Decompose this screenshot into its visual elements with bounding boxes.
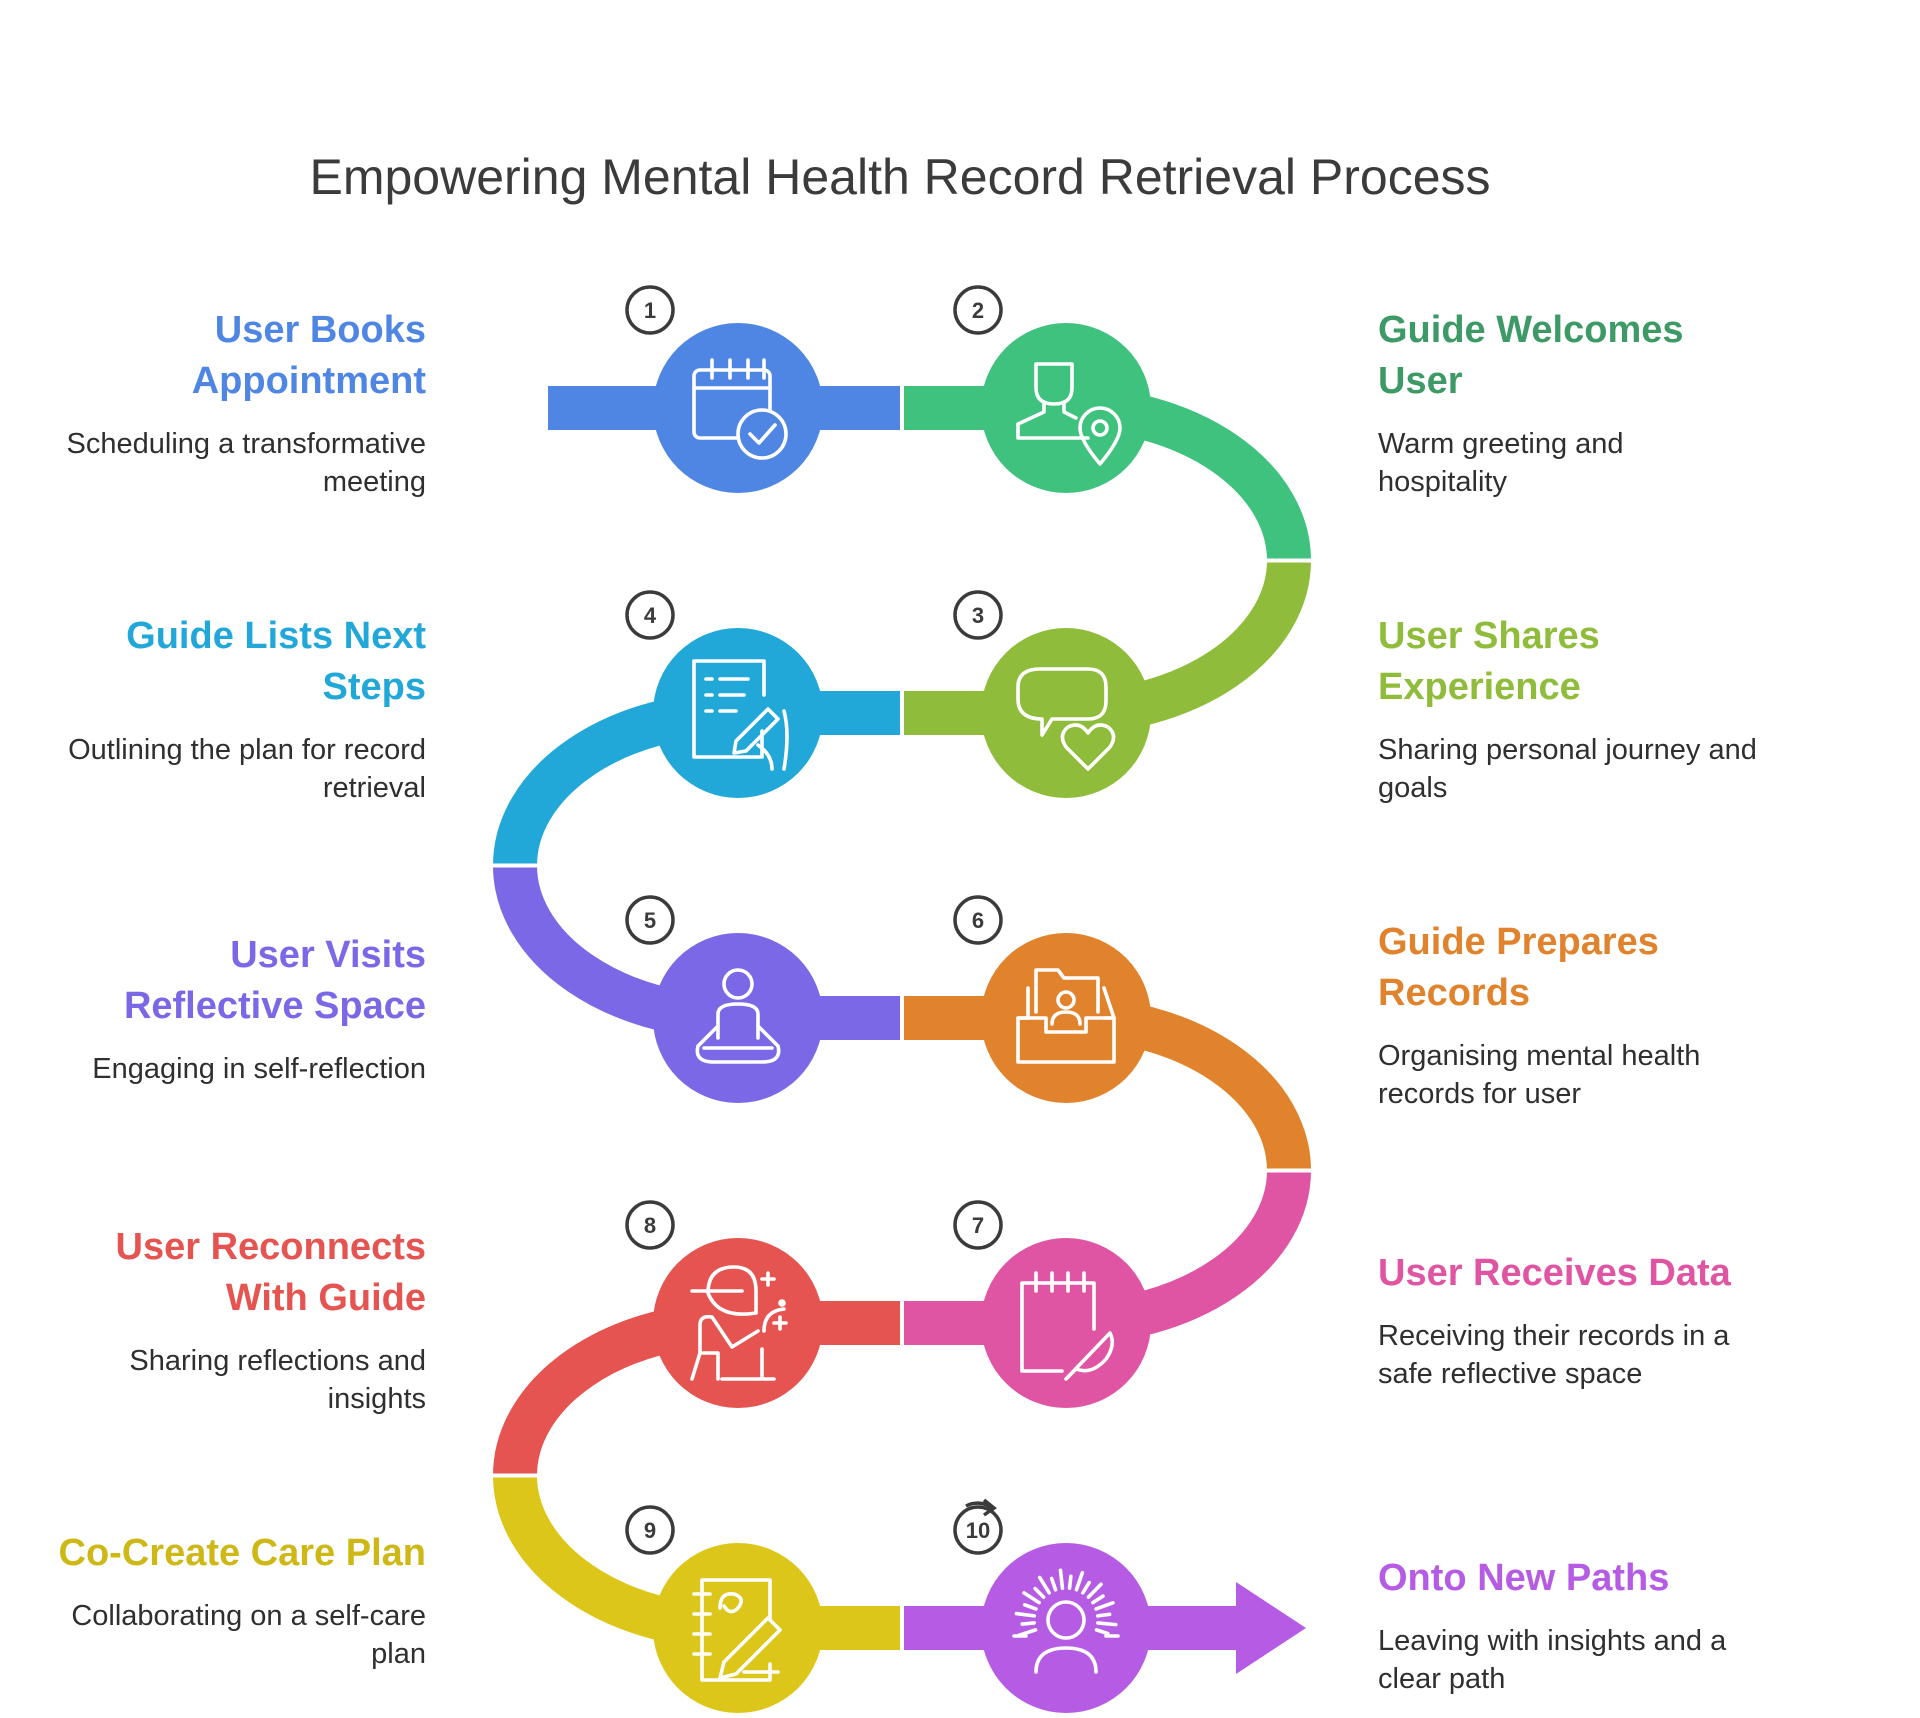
step-node-8: 8 (625, 1200, 823, 1408)
step-node-9: 9 (625, 1505, 823, 1713)
step-title: Guide Prepares Records (1378, 921, 1659, 1014)
step-number-10: 10 (953, 1498, 1003, 1555)
step-circle (653, 1238, 823, 1408)
step-title: User Shares Experience (1378, 615, 1600, 708)
step-title: Guide Welcomes User (1378, 309, 1684, 402)
step-description: Organising mental health records for use… (1378, 1040, 1701, 1110)
step-number-label: 6 (972, 908, 984, 933)
page-title: Empowering Mental Health Record Retrieva… (309, 149, 1491, 205)
step-circle (981, 628, 1151, 798)
step-title: Co-Create Care Plan (58, 1532, 426, 1574)
user-location-icon (1016, 362, 1122, 466)
step-number-7: 7 (953, 1200, 1003, 1250)
step-node-5: 5 (625, 895, 823, 1103)
step-number-3: 3 (953, 590, 1003, 640)
step-number-6: 6 (953, 895, 1003, 945)
step-description: Receiving their records in a safe reflec… (1378, 1320, 1730, 1390)
step-circle (653, 933, 823, 1103)
step-description: Outlining the plan for record retrieval (68, 734, 426, 804)
step-circle (653, 323, 823, 493)
step-description: Leaving with insights and a clear path (1378, 1625, 1727, 1695)
step-number-9: 9 (625, 1505, 675, 1555)
step-circle (981, 1543, 1151, 1713)
track (488, 382, 1316, 1674)
step-number-2: 2 (953, 285, 1003, 335)
step-title: Guide Lists Next Steps (126, 615, 426, 708)
radiant-person-icon (1012, 1568, 1120, 1674)
step-title: User Receives Data (1378, 1252, 1731, 1294)
records-folder-icon (1016, 968, 1116, 1064)
step-circle (981, 323, 1151, 493)
step-node-2: 2 (953, 285, 1151, 493)
step-title: User Visits Reflective Space (123, 934, 426, 1027)
arrow-head (1236, 1582, 1306, 1674)
step-node-6: 6 (953, 895, 1151, 1103)
meditation-icon (695, 968, 781, 1064)
step-number-label: 5 (644, 908, 656, 933)
step-circle (981, 1238, 1151, 1408)
step-node-3: 3 (953, 590, 1151, 798)
step-description: Collaborating on a self-care plan (71, 1600, 426, 1670)
step-number-8: 8 (625, 1200, 675, 1250)
step-number-label: 10 (966, 1518, 990, 1543)
step-node-7: 7 (953, 1200, 1151, 1408)
notebook-pen-icon (692, 1578, 782, 1682)
step-title: User Reconnects With Guide (115, 1226, 426, 1319)
step-circle (981, 933, 1151, 1103)
step-description: Scheduling a transformative meeting (66, 428, 426, 498)
step-circle (653, 628, 823, 798)
step-number-label: 1 (644, 298, 656, 323)
checklist-writing-icon (692, 659, 789, 771)
step-number-label: 9 (644, 1518, 656, 1543)
step-node-1: 1 (625, 285, 823, 493)
step-number-label: 8 (644, 1213, 656, 1238)
step-number-label: 3 (972, 603, 984, 628)
step-number-label: 4 (644, 603, 657, 628)
step-description: Sharing reflections and insights (129, 1345, 426, 1415)
step-description: Engaging in self-reflection (92, 1053, 426, 1085)
step-description: Sharing personal journey and goals (1378, 734, 1757, 804)
step-node-4: 4 (625, 590, 823, 798)
step-number-label: 7 (972, 1213, 984, 1238)
person-reflecting-icon (690, 1265, 788, 1381)
notepad-feather-icon (1020, 1271, 1115, 1381)
step-circle (653, 1543, 823, 1713)
step-number-label: 2 (972, 298, 984, 323)
step-number-1: 1 (625, 285, 675, 335)
step-description: Warm greeting and hospitality (1378, 428, 1624, 498)
step-node-10: 10 (953, 1498, 1151, 1713)
step-title: Onto New Paths (1378, 1557, 1670, 1599)
speech-heart-icon (1016, 667, 1116, 771)
calendar-check-icon (692, 358, 788, 460)
step-number-5: 5 (625, 895, 675, 945)
step-number-4: 4 (625, 590, 675, 640)
step-title: User Books Appointment (191, 309, 426, 402)
